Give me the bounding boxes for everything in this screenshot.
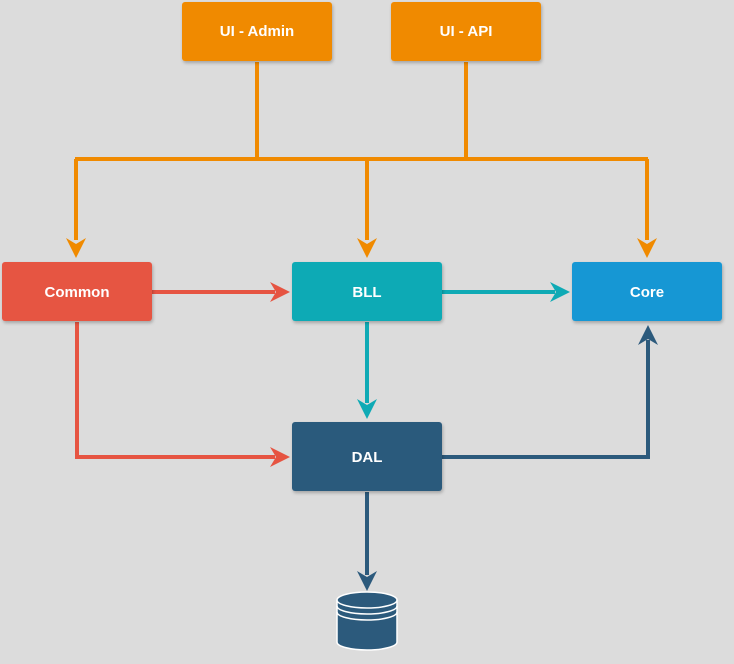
ui-connectors xyxy=(74,62,649,240)
node-dal: DAL xyxy=(292,422,442,491)
node-core: Core xyxy=(572,262,722,321)
node-label-bll: BLL xyxy=(352,284,381,301)
arrowhead-bll-core xyxy=(550,282,570,302)
node-label-core: Core xyxy=(630,284,664,301)
arrowhead-bll xyxy=(357,238,377,258)
node-ui-admin: UI - Admin xyxy=(182,2,332,61)
dal-connectors xyxy=(357,325,658,591)
node-bll: BLL xyxy=(292,262,442,321)
arrowhead-dal-database xyxy=(357,571,377,591)
arrowhead-core xyxy=(637,238,657,258)
node-label-ui-api: UI - API xyxy=(440,23,493,40)
database-icon xyxy=(336,591,398,651)
node-label-ui-admin: UI - Admin xyxy=(220,23,294,40)
arrowhead-common-dal xyxy=(270,447,290,467)
edge-dal-to-core xyxy=(442,340,650,459)
node-common: Common xyxy=(2,262,152,321)
node-label-common: Common xyxy=(45,284,110,301)
common-connectors xyxy=(75,282,290,467)
ui-arrowheads xyxy=(66,238,657,258)
edge-common-to-dal xyxy=(75,322,275,459)
arrowhead-bll-dal xyxy=(357,399,377,419)
arrowhead-common xyxy=(66,238,86,258)
bll-connectors xyxy=(357,282,570,419)
arrowhead-dal-core xyxy=(638,325,658,345)
node-ui-api: UI - API xyxy=(391,2,541,61)
node-label-dal: DAL xyxy=(352,449,383,466)
arrowhead-common-bll xyxy=(270,282,290,302)
